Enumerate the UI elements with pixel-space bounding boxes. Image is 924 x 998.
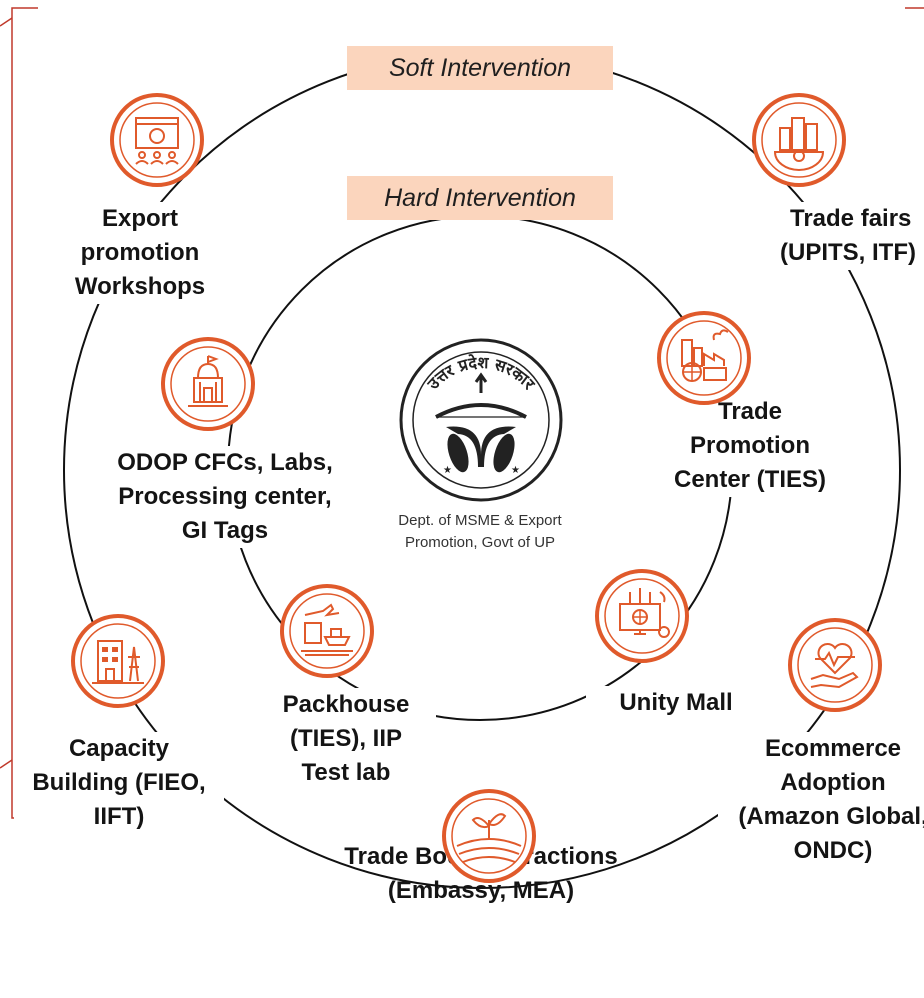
plant-field-icon bbox=[442, 789, 536, 883]
bracket-notch-top bbox=[0, 17, 13, 27]
right-bracket bbox=[905, 7, 924, 819]
label-unity-mall: Unity Mall bbox=[586, 686, 766, 720]
bracket-notch-mid bbox=[0, 759, 13, 769]
svg-text:★: ★ bbox=[511, 465, 520, 476]
label-trade-promotion-center: Trade Promotion Center (TIES) bbox=[650, 395, 850, 497]
temple-icon bbox=[161, 337, 255, 431]
label-export-workshops: Export promotion Workshops bbox=[40, 202, 240, 304]
heart-hand-icon bbox=[788, 618, 882, 712]
hard-intervention-tag: Hard Intervention bbox=[347, 176, 613, 220]
factory-globe-icon bbox=[657, 311, 751, 405]
label-packhouse: Packhouse (TIES), IIP Test lab bbox=[256, 688, 436, 790]
building-tower-icon bbox=[71, 614, 165, 708]
soft-intervention-tag: Soft Intervention bbox=[347, 46, 613, 90]
label-ecommerce-adoption: Ecommerce Adoption (Amazon Global, ONDC) bbox=[718, 732, 924, 868]
label-capacity-building: Capacity Building (FIEO, IIFT) bbox=[14, 732, 224, 834]
logo-caption-line1: Dept. of MSME & Export bbox=[398, 512, 562, 529]
svg-text:★: ★ bbox=[443, 465, 452, 476]
label-odop-cfcs: ODOP CFCs, Labs, Processing center, GI T… bbox=[90, 446, 360, 548]
up-government-seal: उत्तर प्रदेश सरकार ★ ★ bbox=[399, 338, 563, 502]
left-bracket bbox=[11, 7, 38, 819]
logo-caption: Dept. of MSME & Export Promotion, Govt o… bbox=[360, 510, 600, 554]
logo-caption-line2: Promotion, Govt of UP bbox=[404, 534, 556, 551]
city-gear-icon bbox=[752, 93, 846, 187]
computer-network-icon bbox=[595, 569, 689, 663]
transport-logistics-icon bbox=[280, 584, 374, 678]
label-trade-fairs: Trade fairs (UPITS, ITF) bbox=[776, 202, 924, 270]
presentation-workshop-icon bbox=[110, 93, 204, 187]
